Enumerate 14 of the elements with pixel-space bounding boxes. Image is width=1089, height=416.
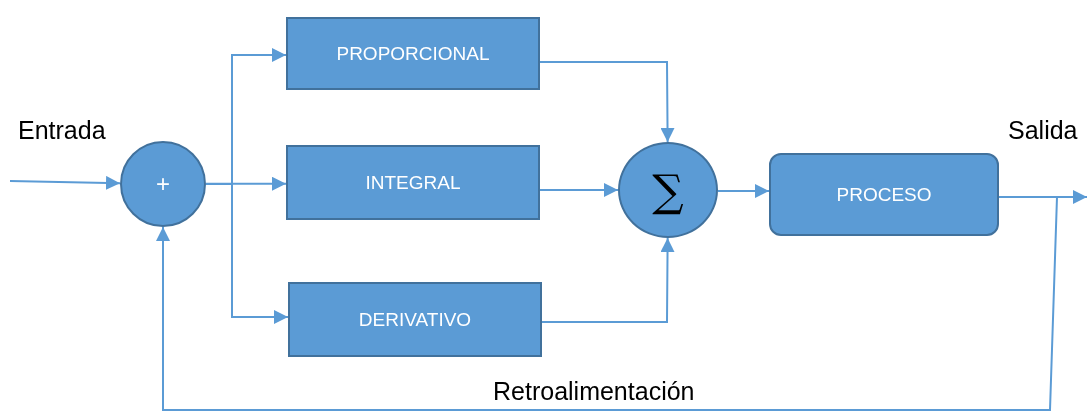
process-box: DERIVATIVO [288, 282, 542, 357]
arrow [539, 183, 619, 197]
text-label: Salida [1008, 116, 1078, 145]
text-label: Entrada [18, 116, 106, 145]
process-box: PROPORCIONAL [286, 17, 540, 90]
arrow [156, 196, 1059, 411]
summation-circle: ∑ [618, 142, 718, 238]
arrow [717, 184, 770, 199]
summing-junction: + [120, 141, 206, 227]
arrow [9, 175, 121, 190]
arrow [541, 237, 675, 323]
process-box: PROCESO [769, 153, 999, 236]
process-box: INTEGRAL [286, 145, 540, 220]
arrow [539, 61, 675, 143]
